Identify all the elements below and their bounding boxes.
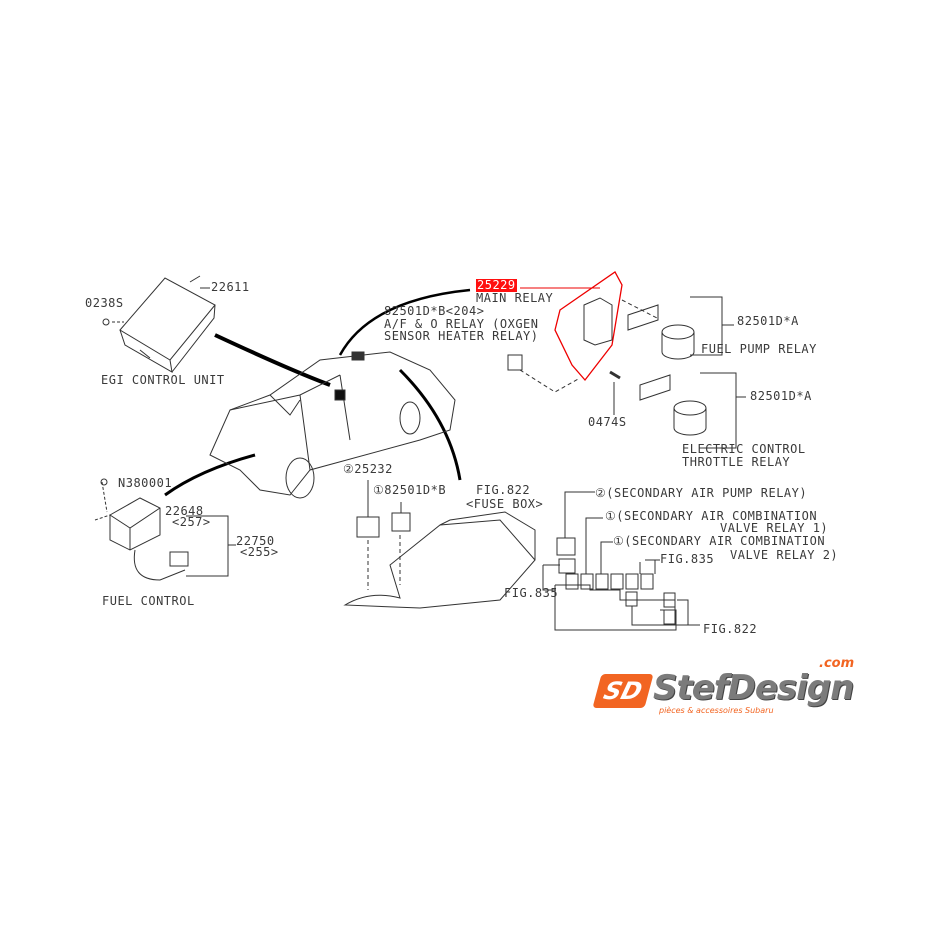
fuel-control-part2: 22750 (236, 534, 275, 548)
main-relay-drawing (507, 271, 623, 415)
egi-screw-part-number: 0238S (85, 296, 124, 310)
stefdesign-logo: SD StefDesign .com pièces & accessoires … (592, 656, 857, 716)
throttle-relay-label-2: THROTTLE RELAY (682, 455, 791, 469)
logo-tagline: pièces & accessoires Subaru (659, 706, 774, 715)
af-relay-part-number: 82501D*B<204> (384, 304, 485, 318)
af-relay-label-2: SENSOR HEATER RELAY) (384, 329, 539, 343)
logo-mark: SD (592, 674, 654, 708)
throttle-relay-part-number: 82501D*A (750, 389, 812, 403)
valve-relay-1-label-2: VALVE RELAY 1) (720, 521, 829, 535)
fuel-control-nut: N380001 (118, 476, 173, 490)
logo-com: .com (819, 656, 855, 671)
egi-label: EGI CONTROL UNIT (101, 373, 225, 387)
fuel-control-part2-ref: <255> (240, 545, 279, 559)
fuse-layout-drawing (542, 491, 700, 631)
fig-835-link-b[interactable]: FIG.835 (504, 586, 559, 600)
fuel-control-label: FUEL CONTROL (102, 594, 195, 608)
valve-relay-2-label-1: ①(SECONDARY AIR COMBINATION (613, 534, 826, 548)
throttle-relay-drawing (639, 372, 746, 449)
fuse-relay-b: ①82501D*B (373, 483, 447, 497)
throttle-relay-label-1: ELECTRIC CONTROL (682, 442, 806, 456)
valve-relay-2-label-2: VALVE RELAY 2) (730, 548, 839, 562)
screw-part-number: 0474S (588, 415, 627, 429)
valve-relay-1-label-1: ①(SECONDARY AIR COMBINATION (605, 509, 818, 523)
logo-text: StefDesign (653, 668, 854, 708)
egi-control-unit-drawing (102, 275, 216, 373)
fuel-control-drawing (94, 478, 236, 581)
fuse-box-label: <FUSE BOX> (466, 497, 544, 511)
egi-part-number: 22611 (211, 280, 250, 294)
fuel-pump-relay-drawing (621, 296, 734, 360)
fig-835-link-a[interactable]: FIG.835 (660, 552, 715, 566)
main-relay-label: MAIN RELAY (476, 291, 554, 305)
secondary-air-pump-relay-label: ②(SECONDARY AIR PUMP RELAY) (595, 486, 808, 500)
car-drawing (209, 351, 456, 499)
fuel-control-part1: 22648 (165, 504, 204, 518)
main-relay-part-number[interactable]: 25229 (476, 278, 517, 292)
fuse-box-drawing (343, 480, 536, 609)
fuse-relay-a: ②25232 (343, 462, 393, 476)
fuel-pump-relay-label: FUEL PUMP RELAY (701, 342, 817, 356)
fuel-pump-relay-part-number: 82501D*A (737, 314, 799, 328)
fuel-control-part1-ref: <257> (172, 515, 211, 529)
af-relay-label-1: A/F & O RELAY (OXGEN (384, 317, 539, 331)
fig-822-link[interactable]: FIG.822 (703, 622, 758, 636)
fuse-box-fig: FIG.822 (476, 483, 531, 497)
